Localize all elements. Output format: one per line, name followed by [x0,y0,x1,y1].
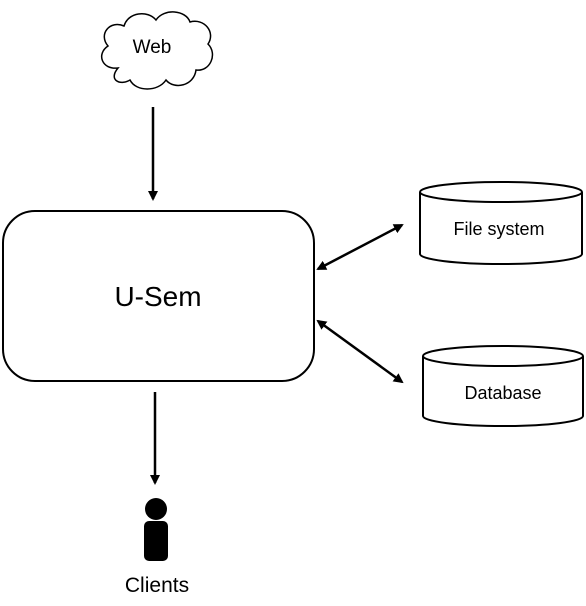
edge-usem-database [316,319,404,384]
edges [148,107,404,485]
edge-usem-filesystem [316,223,404,271]
clients-node: Clients [125,498,189,597]
usem-label: U-Sem [114,281,201,312]
filesystem-node: File system [419,181,583,265]
database-cylinder-icon [422,356,584,427]
usem-node: U-Sem [2,210,315,382]
web-cloud-node: Web [100,11,214,90]
database-node: Database [422,345,584,427]
filesystem-cylinder-icon [419,192,583,265]
web-label: Web [133,37,172,58]
database-label: Database [464,383,541,403]
filesystem-cylinder-top [419,181,583,203]
usem-box [2,210,315,382]
cloud-icon [100,11,214,90]
clients-label: Clients [125,574,189,597]
person-icon [144,498,168,561]
database-cylinder-top [422,345,584,367]
filesystem-label: File system [453,219,544,239]
